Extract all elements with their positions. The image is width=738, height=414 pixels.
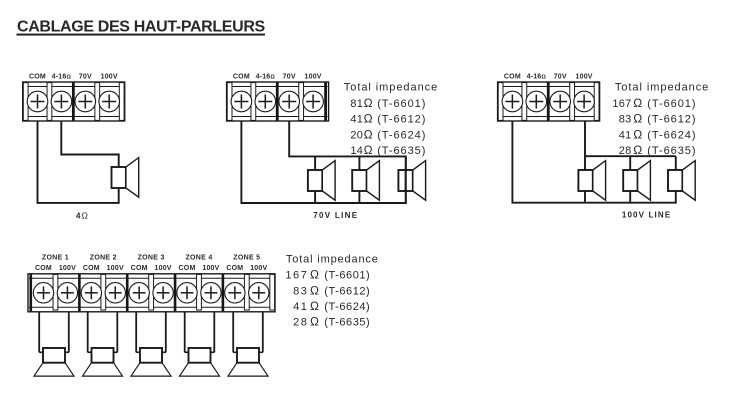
svg-text:100V: 100V xyxy=(155,265,172,272)
svg-text:(T-6601): (T-6601) xyxy=(324,270,370,282)
svg-text:4-16Ω: 4-16Ω xyxy=(527,74,547,81)
svg-text:Ω: Ω xyxy=(633,112,642,126)
svg-text:CABLAGE DES HAUT-PARLEURS: CABLAGE DES HAUT-PARLEURS xyxy=(17,19,266,36)
svg-text:(T-6635): (T-6635) xyxy=(647,145,696,157)
svg-text:ZONE 2: ZONE 2 xyxy=(90,255,117,262)
svg-text:20: 20 xyxy=(350,129,363,141)
svg-text:28: 28 xyxy=(293,317,308,329)
svg-text:COM: COM xyxy=(233,74,250,81)
svg-text:Total impedance: Total impedance xyxy=(615,81,709,93)
svg-text:4-16Ω: 4-16Ω xyxy=(256,74,276,81)
svg-text:Ω: Ω xyxy=(633,96,642,110)
svg-text:(T-6635): (T-6635) xyxy=(324,317,370,329)
svg-text:ZONE 5: ZONE 5 xyxy=(233,255,260,262)
svg-text:(T-6612): (T-6612) xyxy=(647,114,696,126)
svg-text:100V: 100V xyxy=(250,265,267,272)
svg-text:ZONE 4: ZONE 4 xyxy=(185,255,212,262)
svg-text:81: 81 xyxy=(350,98,363,110)
svg-text:70V: 70V xyxy=(79,74,92,81)
svg-text:Ω: Ω xyxy=(633,143,642,157)
svg-text:COM: COM xyxy=(83,265,100,272)
svg-text:(T-6612): (T-6612) xyxy=(324,285,370,297)
svg-text:Total impedance: Total impedance xyxy=(286,253,379,265)
svg-text:COM: COM xyxy=(504,74,521,81)
svg-text:COM: COM xyxy=(226,265,243,272)
svg-text:41: 41 xyxy=(619,129,632,141)
svg-text:Ω: Ω xyxy=(364,127,373,141)
svg-text:83: 83 xyxy=(619,114,632,126)
svg-text:(T-6624): (T-6624) xyxy=(377,129,426,141)
svg-text:Ω: Ω xyxy=(310,268,319,282)
svg-text:(T-6635): (T-6635) xyxy=(377,145,426,157)
svg-text:Ω: Ω xyxy=(310,283,319,297)
svg-text:100V: 100V xyxy=(101,74,118,81)
svg-text:70V LINE: 70V LINE xyxy=(313,211,358,220)
svg-text:COM: COM xyxy=(131,265,148,272)
svg-text:100V LINE: 100V LINE xyxy=(622,211,671,220)
svg-text:4Ω: 4Ω xyxy=(76,211,88,221)
svg-text:41: 41 xyxy=(293,301,308,313)
svg-text:167: 167 xyxy=(612,98,631,110)
svg-text:(T-6624): (T-6624) xyxy=(647,129,696,141)
svg-text:Total impedance: Total impedance xyxy=(344,81,438,93)
svg-text:COM: COM xyxy=(35,265,52,272)
svg-text:167: 167 xyxy=(285,270,308,282)
svg-text:(T-6624): (T-6624) xyxy=(324,301,370,313)
svg-text:100V: 100V xyxy=(107,265,124,272)
svg-text:ZONE 3: ZONE 3 xyxy=(138,255,165,262)
svg-text:(T-6612): (T-6612) xyxy=(377,114,426,126)
svg-text:Ω: Ω xyxy=(364,96,373,110)
svg-text:Ω: Ω xyxy=(364,112,373,126)
svg-text:28: 28 xyxy=(619,145,632,157)
svg-text:(T-6601): (T-6601) xyxy=(377,98,426,110)
svg-text:ZONE 1: ZONE 1 xyxy=(42,255,69,262)
svg-text:100V: 100V xyxy=(576,74,593,81)
svg-text:70V: 70V xyxy=(283,74,296,81)
svg-text:70V: 70V xyxy=(554,74,567,81)
svg-text:COM: COM xyxy=(179,265,196,272)
svg-text:COM: COM xyxy=(29,74,46,81)
svg-text:Ω: Ω xyxy=(364,143,373,157)
svg-text:14: 14 xyxy=(350,145,363,157)
svg-text:41: 41 xyxy=(350,114,363,126)
svg-text:4-16Ω: 4-16Ω xyxy=(52,74,72,81)
svg-text:100V: 100V xyxy=(305,74,322,81)
svg-text:Ω: Ω xyxy=(310,315,319,329)
svg-text:Ω: Ω xyxy=(633,127,642,141)
svg-text:83: 83 xyxy=(293,285,308,297)
svg-text:100V: 100V xyxy=(202,265,219,272)
svg-text:Ω: Ω xyxy=(310,299,319,313)
svg-text:(T-6601): (T-6601) xyxy=(647,98,696,110)
svg-text:100V: 100V xyxy=(59,265,76,272)
